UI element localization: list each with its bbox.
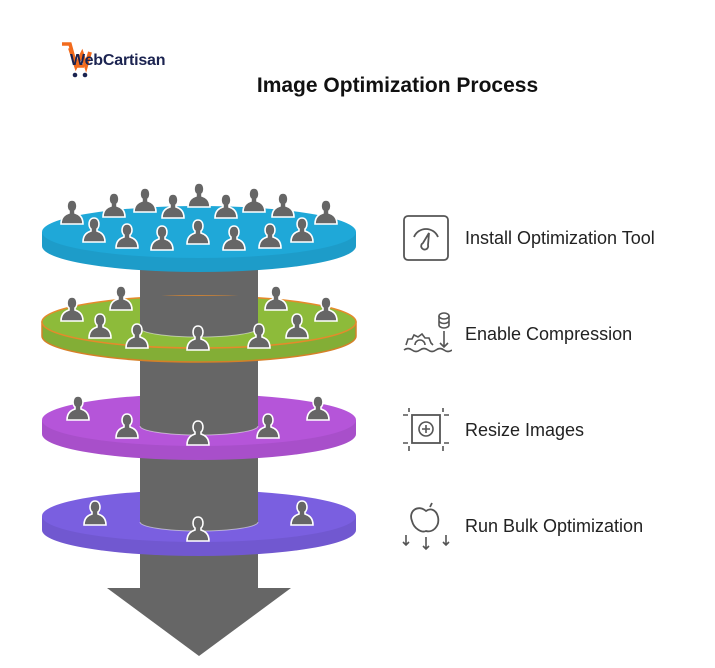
layer-3 — [42, 394, 356, 460]
person-icon — [256, 413, 280, 439]
step-label: Resize Images — [465, 419, 585, 440]
logo-text: WebCartisan — [70, 52, 166, 69]
person-icon — [314, 296, 338, 322]
resize-icon — [403, 408, 449, 451]
page-title: Image Optimization Process — [256, 74, 539, 97]
person-icon — [150, 225, 174, 251]
person-icon — [306, 395, 330, 421]
person-icon — [161, 193, 185, 219]
person-icon — [125, 323, 149, 349]
person-icon — [290, 217, 314, 243]
person-icon — [258, 223, 282, 249]
person-icon — [186, 420, 210, 446]
person-icon — [66, 395, 90, 421]
person-icon — [314, 199, 338, 225]
layer-1 — [42, 182, 356, 272]
person-icon — [115, 223, 139, 249]
compression-icon — [403, 312, 452, 353]
person-icon — [187, 182, 211, 208]
cart-logo-icon — [62, 42, 92, 78]
layer-4 — [42, 490, 356, 556]
person-icon — [247, 323, 271, 349]
step-label: Enable Compression — [465, 323, 633, 344]
person-icon — [186, 325, 210, 351]
person-icon — [83, 500, 107, 526]
gauge-icon — [403, 215, 449, 261]
step-label: Run Bulk Optimization — [465, 515, 644, 536]
layer-2 — [41, 285, 357, 363]
person-icon — [109, 285, 133, 311]
person-icon — [285, 313, 309, 339]
step-run-bulk-optimization: Run Bulk Optimization — [400, 501, 643, 551]
person-icon — [186, 219, 210, 245]
person-icon — [214, 193, 238, 219]
person-icon — [133, 187, 157, 213]
person-icon — [264, 285, 288, 311]
person-icon — [88, 313, 112, 339]
person-icon — [242, 187, 266, 213]
step-resize-images: Resize Images — [400, 405, 584, 455]
person-icon — [60, 199, 84, 225]
person-icon — [290, 500, 314, 526]
step-label: Install Optimization Tool — [465, 227, 655, 248]
person-icon — [115, 413, 139, 439]
person-icon — [102, 192, 126, 218]
person-icon — [82, 217, 106, 243]
person-icon — [60, 296, 84, 322]
person-icon — [186, 516, 210, 542]
step-install-optimization-tool: Install Optimization Tool — [400, 213, 655, 263]
bulk-optimize-icon — [402, 502, 450, 551]
person-icon — [222, 225, 246, 251]
step-enable-compression: Enable Compression — [400, 309, 632, 359]
person-icon — [271, 192, 295, 218]
